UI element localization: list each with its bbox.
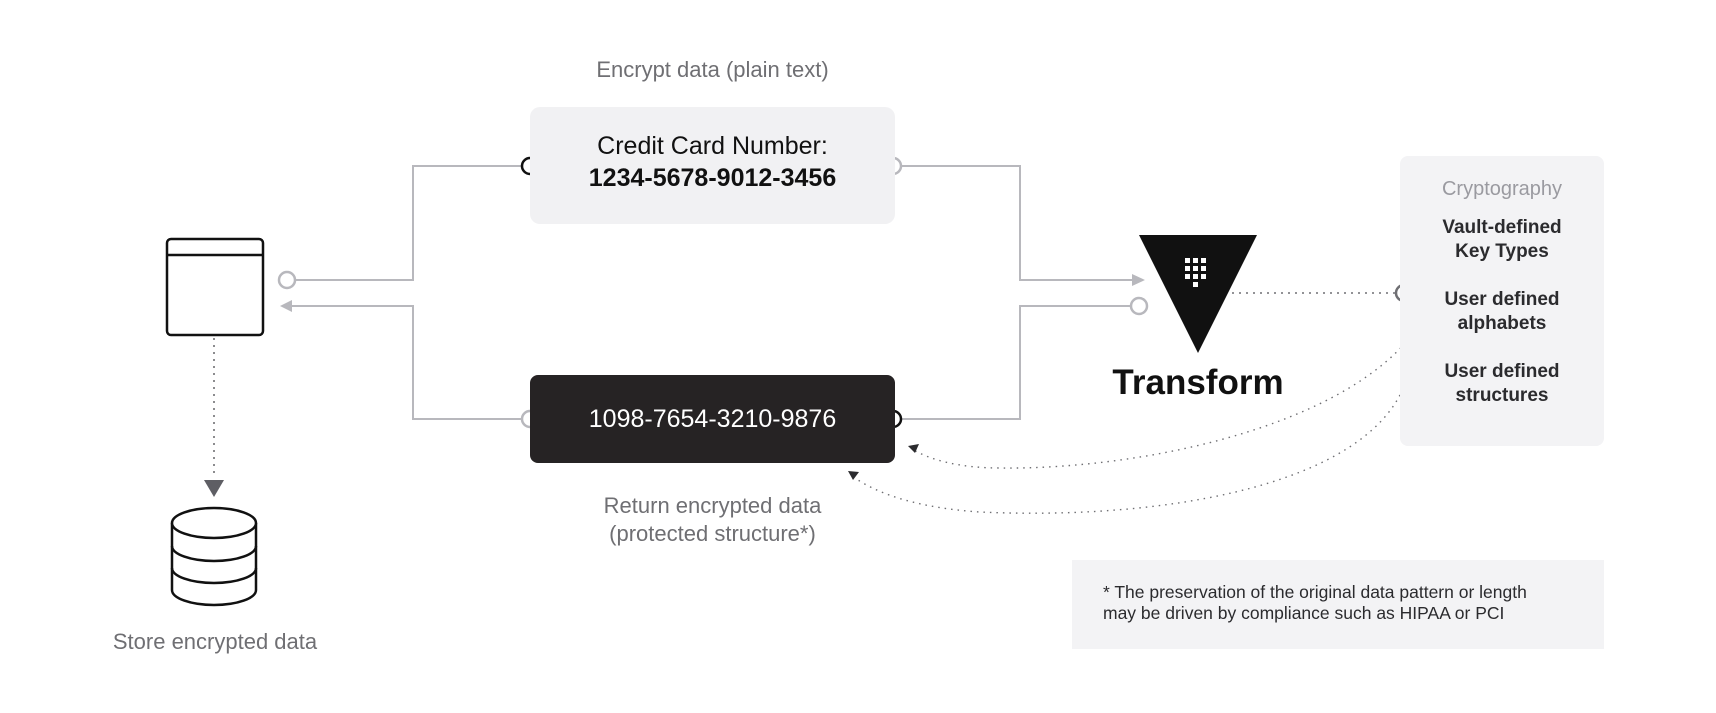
plaintext-card-title: Credit Card Number: [597, 132, 828, 160]
transform-label: Transform [1112, 363, 1284, 402]
encrypted-card-number: 1098-7654-3210-9876 [588, 405, 837, 433]
plaintext-card: Credit Card Number: 1234-5678-9012-3456 [530, 107, 895, 224]
return-label-line1: Return encrypted data [603, 493, 822, 518]
crypto-item-line: structures [1455, 385, 1549, 406]
crypto-item-structures: User defined structures [1400, 360, 1604, 408]
arrowhead-into-transform [1132, 274, 1145, 286]
crypto-item-alphabets: User defined alphabets [1400, 288, 1604, 336]
application-window-icon [165, 237, 265, 337]
connector-plaintext-to-transform [902, 165, 1132, 281]
arrowhead-structures-curve [848, 471, 859, 480]
return-label-line2: (protected structure*) [609, 521, 816, 546]
crypto-item-line: Vault-defined [1442, 217, 1562, 238]
crypto-item-key-types: Vault-defined Key Types [1400, 216, 1604, 264]
crypto-item-line: User defined [1444, 361, 1560, 382]
node-transform-out [1129, 296, 1149, 316]
footnote-box: * The preservation of the original data … [1072, 560, 1604, 649]
arrowhead-into-app [280, 300, 292, 312]
arrowhead-into-database [204, 480, 224, 497]
cryptography-title: Cryptography [1441, 178, 1563, 200]
crypto-item-line: Key Types [1455, 241, 1549, 262]
curve-structures-to-encrypted [854, 394, 1401, 514]
return-label: Return encrypted data (protected structu… [530, 492, 895, 548]
connector-transform-to-encrypted [902, 305, 1130, 420]
store-label: Store encrypted data [112, 629, 318, 654]
encrypted-card: 1098-7654-3210-9876 [530, 375, 895, 463]
footnote-line1: * The preservation of the original data … [1103, 582, 1527, 602]
footnote-line2: may be driven by compliance such as HIPA… [1103, 603, 1505, 623]
crypto-item-line: User defined [1444, 289, 1560, 310]
vault-keypad-icon [1139, 235, 1257, 353]
crypto-item-line: alphabets [1457, 313, 1547, 334]
database-icon [170, 506, 258, 607]
cryptography-panel: Cryptography Vault-defined Key Types Use… [1400, 156, 1604, 446]
plaintext-card-number: 1234-5678-9012-3456 [588, 164, 837, 192]
node-app-out [277, 270, 297, 290]
encrypt-label: Encrypt data (plain text) [596, 57, 829, 82]
arrowhead-alphabets-curve [908, 444, 919, 453]
connector-app-to-plaintext [287, 165, 530, 281]
footnote-text: * The preservation of the original data … [1103, 582, 1604, 624]
connector-encrypted-to-app [292, 305, 530, 420]
